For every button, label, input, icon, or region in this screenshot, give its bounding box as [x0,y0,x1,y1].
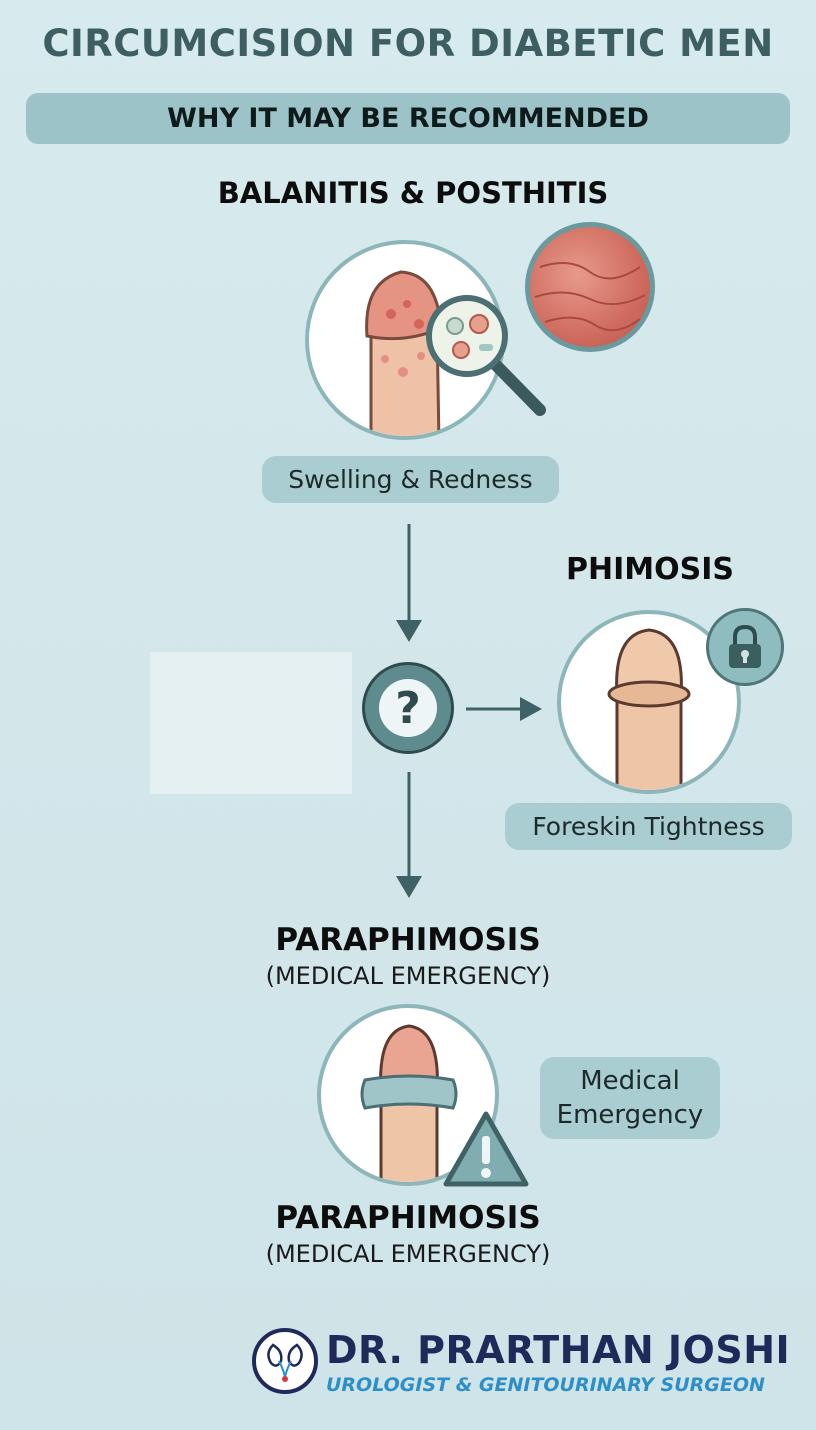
swelling-label: Swelling & Redness [262,456,559,503]
emergency-badge-line2: Emergency [556,1100,704,1130]
subtitle-bar: WHY IT MAY BE RECOMMENDED [26,93,790,144]
foreskin-tight-icon [607,628,691,790]
page-title: CIRCUMCISION FOR DIABETIC MEN [42,22,774,65]
warning-icon [443,1111,529,1187]
blank-panel [150,652,352,794]
magnifier-icon [426,295,546,416]
paraphimosis-subheading: (MEDICAL EMERGENCY) [265,962,551,990]
arrow-down-icon [396,524,422,642]
paraphimosis-subheading-repeat: (MEDICAL EMERGENCY) [265,1240,551,1268]
doctor-role: UROLOGIST & GENITOURINARY SURGEON [326,1374,765,1396]
arrow-right-icon [466,697,542,721]
question-icon: ? [362,662,454,754]
emergency-badge: Medical Emergency [540,1057,720,1139]
emergency-badge-line1: Medical [580,1066,680,1096]
arrow-down-icon [396,772,422,898]
phimosis-heading: PHIMOSIS [566,552,734,587]
doctor-name: DR. PRARTHAN JOSHI [326,1328,791,1372]
clinic-logo-icon [252,1328,318,1394]
zoomed-skin-icon [525,222,655,352]
constricted-organ-icon [360,1024,458,1182]
tightness-label: Foreskin Tightness [505,803,792,850]
lock-icon [706,608,784,686]
inflamed-organ-icon [365,270,443,436]
paraphimosis-illustration [317,1004,499,1186]
question-mark: ? [379,679,437,737]
paraphimosis-heading-repeat: PARAPHIMOSIS [275,1200,541,1236]
paraphimosis-heading: PARAPHIMOSIS [275,922,541,958]
balanitis-heading: BALANITIS & POSTHITIS [217,176,609,210]
subtitle-text: WHY IT MAY BE RECOMMENDED [167,103,649,134]
